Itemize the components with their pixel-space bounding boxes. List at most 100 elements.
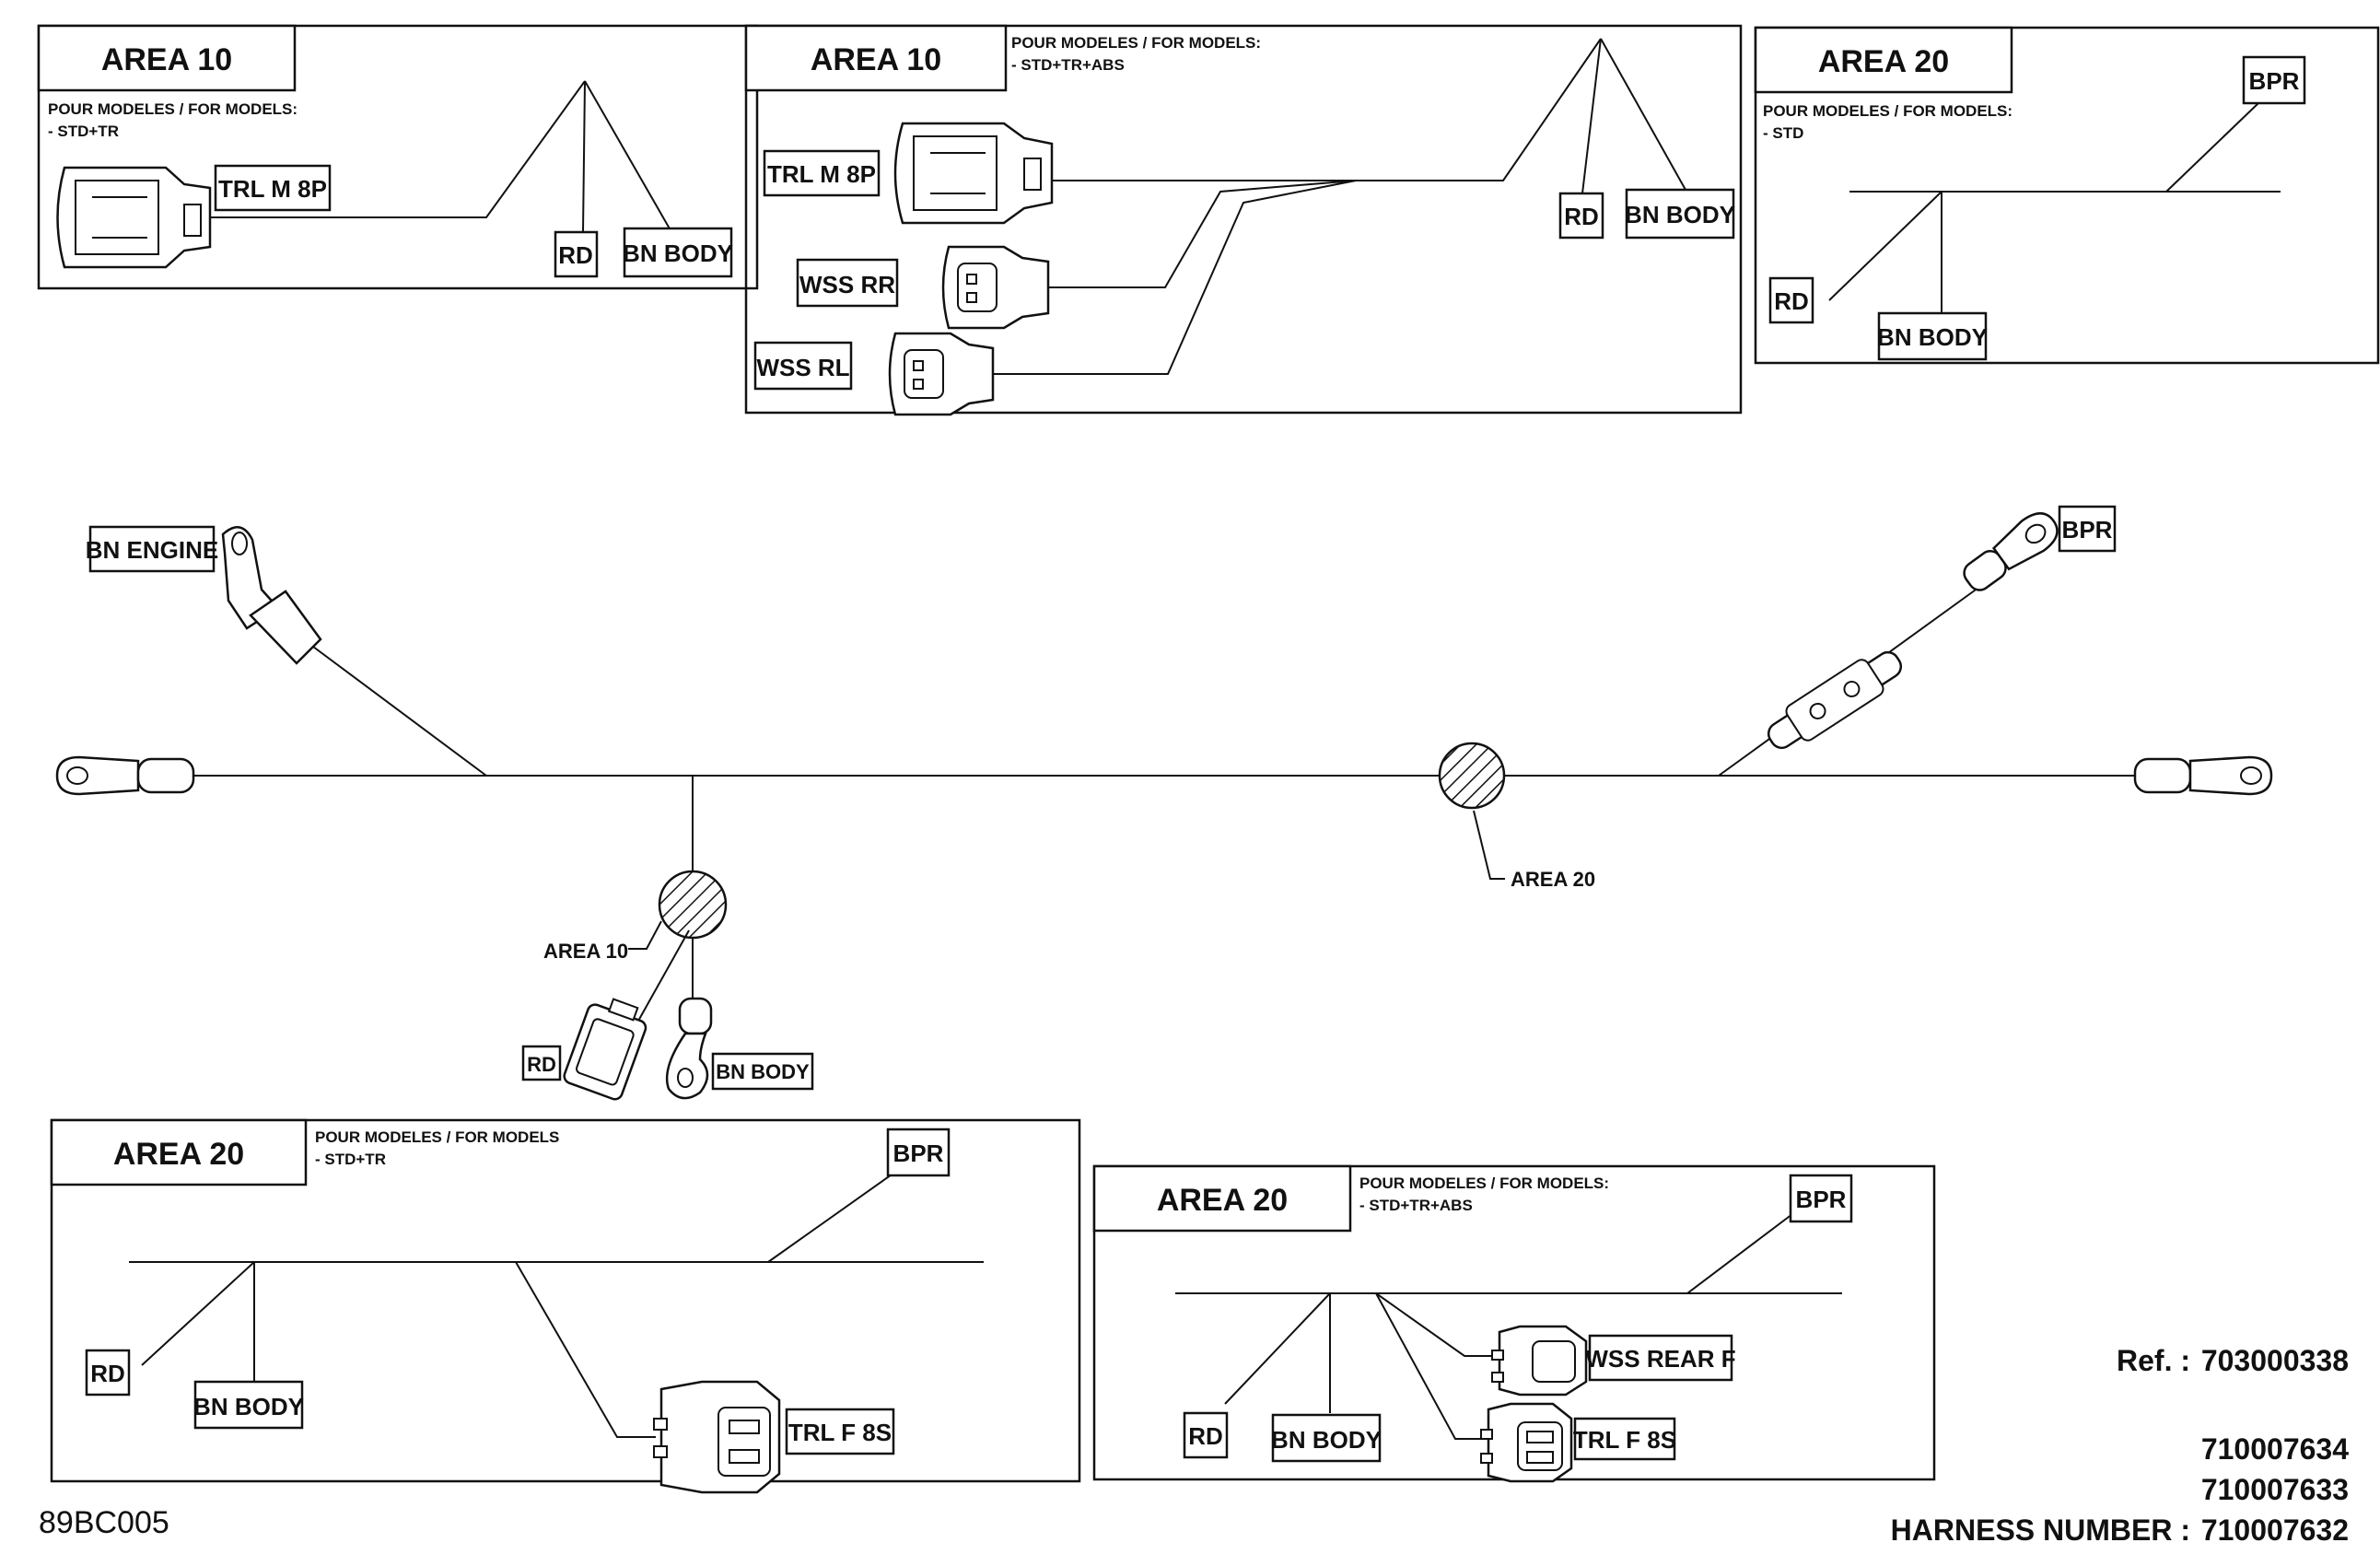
label-trl-m-8p: TRL M 8P <box>767 160 876 188</box>
wire <box>1828 191 1942 301</box>
area-20-node <box>1438 742 1506 810</box>
inline-fuse <box>1767 650 1903 750</box>
wire <box>584 80 671 231</box>
ref-value: 703000338 <box>2201 1344 2349 1377</box>
label-box <box>1768 276 1814 324</box>
panel-title-box <box>1754 26 2013 94</box>
model-note-line1: POUR MODELES / FOR MODELS <box>315 1128 559 1146</box>
wire <box>1375 1292 1496 1357</box>
model-note-line2: - STD+TR <box>315 1151 386 1168</box>
label-box <box>785 1408 895 1455</box>
model-note-line1: POUR MODELES / FOR MODELS: <box>1359 1174 1609 1192</box>
label-box <box>1183 1411 1229 1459</box>
panel-title-box <box>744 24 1008 92</box>
trl-m-8p-connector <box>893 122 1054 225</box>
label-box <box>554 230 599 278</box>
wire <box>2165 102 2259 193</box>
bpr-ring-terminal <box>1963 512 2059 591</box>
label-box <box>753 341 853 391</box>
label-rd: RD <box>1188 1422 1223 1450</box>
label-box <box>1558 192 1604 240</box>
rd-wire <box>636 929 690 1023</box>
figure-code: 89BC005 <box>39 1505 169 1540</box>
label-bn-engine: BN ENGINE <box>86 536 218 564</box>
label-box <box>796 258 899 308</box>
ref-label: Ref. : <box>2117 1344 2190 1377</box>
wss-rl-connector <box>888 332 995 416</box>
panel-bottom-mid: AREA 20 POUR MODELES / FOR MODELS: - STD… <box>1092 1164 1936 1483</box>
panel-title-box <box>37 24 297 92</box>
label-box <box>2058 505 2117 553</box>
wss-rr-connector <box>941 245 1050 330</box>
label-box <box>711 1052 814 1091</box>
label-area-20: AREA 20 <box>1511 868 1595 891</box>
bn-body-ring-terminal <box>665 997 713 1100</box>
wire <box>1052 38 1602 181</box>
panel-title: AREA 20 <box>113 1137 244 1172</box>
label-rd: RD <box>90 1360 125 1387</box>
label-bpr: BPR <box>893 1139 944 1167</box>
panel-frame <box>1754 26 2380 365</box>
label-bn-body: BN BODY <box>193 1393 304 1420</box>
wire <box>210 80 586 218</box>
wire <box>767 1167 902 1263</box>
harness-number-label: HARNESS NUMBER : <box>1891 1513 2190 1547</box>
label-trl-f-8s: TRL F 8S <box>788 1419 892 1446</box>
wire <box>1686 1213 1793 1294</box>
wire <box>141 1261 255 1366</box>
label-bn-body: BN BODY <box>1877 323 1988 351</box>
label-box <box>2242 55 2306 105</box>
label-box <box>1789 1174 1853 1223</box>
panel-frame <box>37 24 759 290</box>
model-note-line2: - STD+TR+ABS <box>1011 56 1125 74</box>
panel-title: AREA 10 <box>101 42 232 77</box>
harness-number-3: 710007632 <box>2201 1513 2349 1547</box>
wire <box>1581 38 1602 194</box>
label-bpr: BPR <box>1796 1186 1847 1213</box>
wire <box>1048 180 1357 288</box>
label-box <box>763 149 881 197</box>
label-box <box>1877 311 1988 361</box>
model-note-line2: - STD <box>1763 124 1803 142</box>
label-box <box>1625 188 1735 240</box>
label-bn-body: BN BODY <box>716 1060 810 1083</box>
label-box <box>1588 1334 1733 1382</box>
label-wss-rr: WSS RR <box>799 271 895 298</box>
panel-frame <box>744 24 1743 415</box>
label-bn-body: BN BODY <box>1271 1426 1382 1454</box>
model-note-line1: POUR MODELES / FOR MODELS: <box>1763 102 2012 120</box>
label-trl-m-8p: TRL M 8P <box>218 175 327 203</box>
label-box <box>214 164 332 212</box>
leader-line <box>628 920 662 950</box>
label-box <box>1573 1417 1676 1461</box>
label-box <box>88 525 216 573</box>
label-rd: RD <box>1774 287 1809 315</box>
trl-f-8s-connector <box>1480 1402 1573 1483</box>
panel-title: AREA 10 <box>811 42 941 77</box>
panel-frame <box>50 1118 1081 1483</box>
label-box <box>1271 1413 1382 1463</box>
wire <box>1375 1292 1485 1440</box>
label-wss-rl: WSS RL <box>756 354 849 381</box>
panel-top-right: AREA 20 POUR MODELES / FOR MODELS: - STD… <box>1754 26 2380 365</box>
label-area-10: AREA 10 <box>543 940 628 963</box>
panel-title: AREA 20 <box>1157 1183 1288 1218</box>
wire <box>993 180 1357 375</box>
wire <box>582 80 586 233</box>
panel-top-mid: AREA 10 POUR MODELES / FOR MODELS: - STD… <box>744 24 1743 416</box>
wire <box>1224 1292 1331 1405</box>
bn-engine-wire <box>312 646 487 777</box>
panel-title: AREA 20 <box>1818 44 1949 79</box>
label-rd: RD <box>558 241 593 269</box>
label-box <box>623 227 733 278</box>
label-wss-rear-f: WSS REAR F <box>1585 1345 1735 1373</box>
area-10-node <box>658 870 728 940</box>
wss-rear-f-connector <box>1491 1325 1588 1397</box>
panel-title-box <box>1092 1164 1352 1233</box>
trl-m-8p-connector <box>56 166 212 269</box>
model-note-line1: POUR MODELES / FOR MODELS: <box>1011 34 1261 52</box>
label-box <box>521 1045 562 1081</box>
label-bn-body: BN BODY <box>1625 201 1735 228</box>
model-note-line2: - STD+TR <box>48 123 119 140</box>
